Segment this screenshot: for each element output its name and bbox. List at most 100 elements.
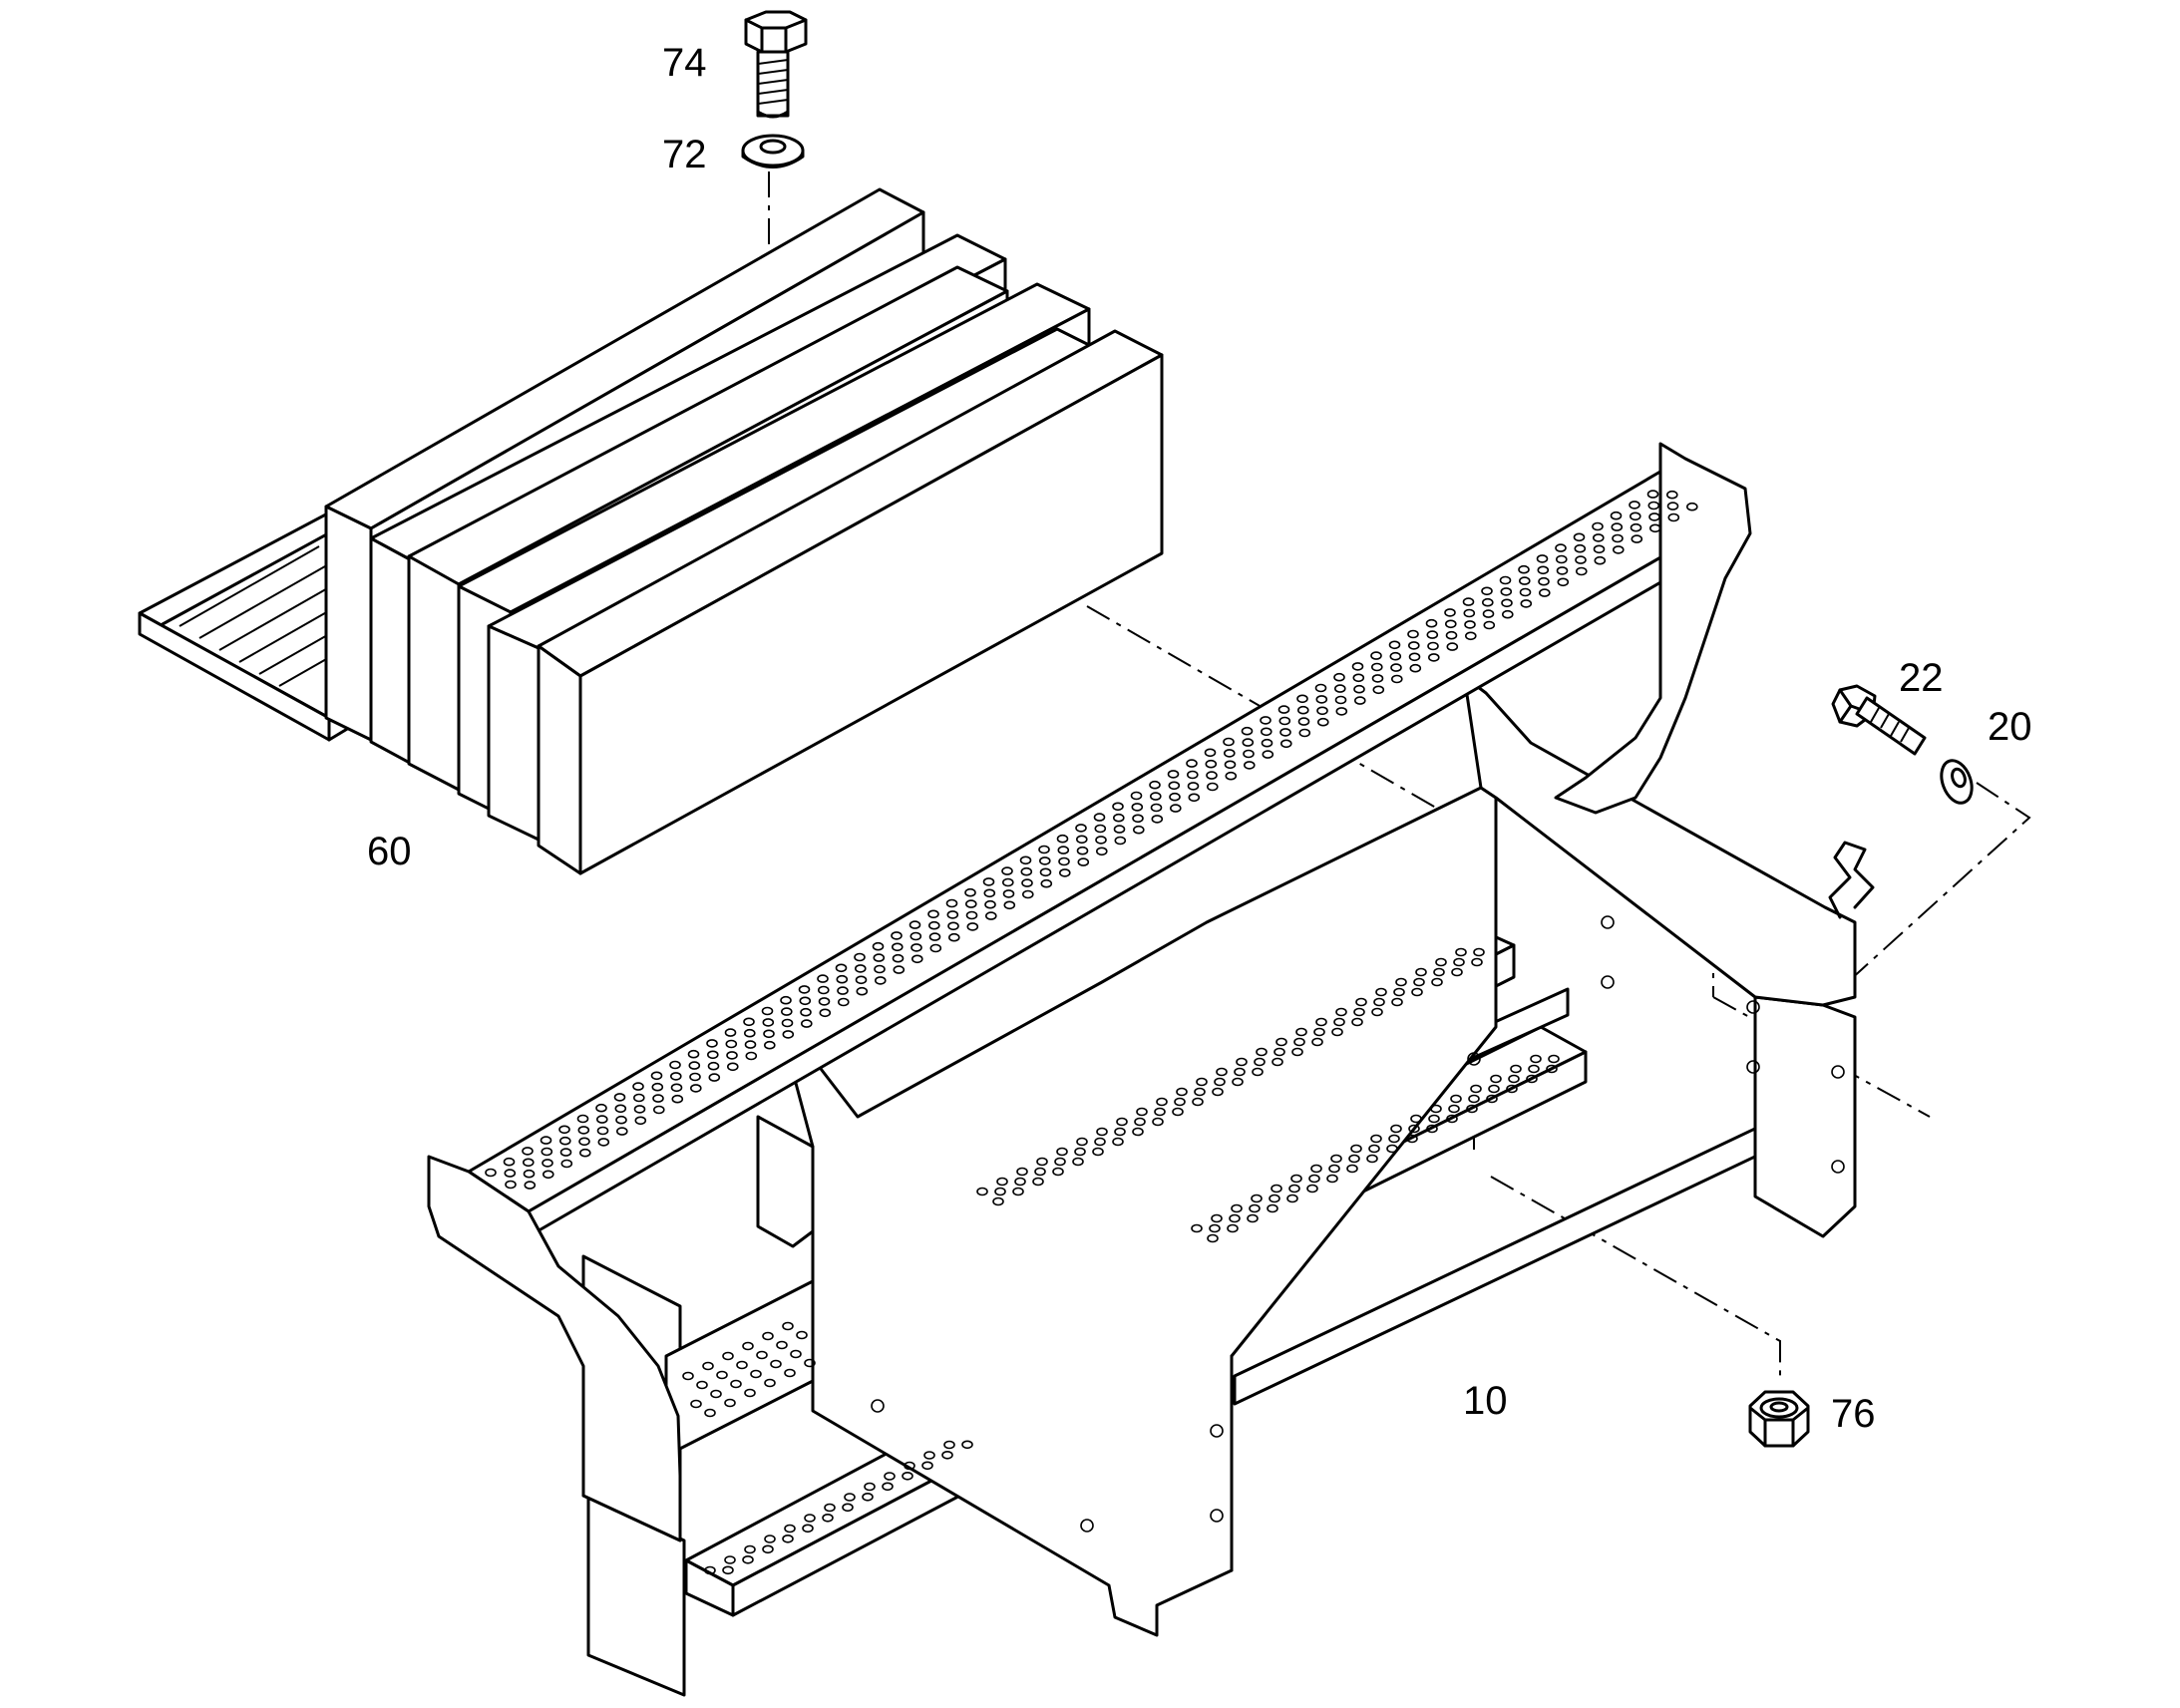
- perforation-hole: [961, 1440, 973, 1450]
- callout-72: 72: [662, 133, 707, 176]
- perforation-hole: [744, 1388, 756, 1398]
- perforation-hole: [1610, 511, 1623, 520]
- perforation-hole: [854, 952, 866, 962]
- perforation-hole: [1224, 760, 1237, 770]
- perforation-hole: [874, 976, 887, 985]
- perforation-hole: [1271, 1184, 1282, 1194]
- perforation-hole: [1407, 629, 1419, 639]
- perforation-hole: [540, 1136, 552, 1145]
- perforation-hole: [1426, 1124, 1438, 1134]
- perforation-hole: [782, 1535, 794, 1543]
- perforation-hole: [1333, 672, 1345, 682]
- perforation-hole: [1518, 564, 1530, 574]
- perforation-hole: [724, 1028, 737, 1037]
- perforation-hole: [542, 1159, 553, 1168]
- perforation-hole: [784, 1368, 796, 1378]
- perforation-hole: [1306, 1184, 1318, 1194]
- perforation-hole: [764, 1535, 776, 1543]
- perforation-hole: [1546, 1064, 1558, 1074]
- perforation-hole: [782, 1321, 794, 1331]
- perforation-hole: [996, 1177, 1008, 1187]
- perforation-hole: [1232, 1077, 1244, 1087]
- perforation-hole: [1592, 521, 1604, 531]
- perforation-hole: [1328, 1164, 1340, 1174]
- perforation-hole: [690, 1399, 702, 1409]
- perforation-hole: [1113, 813, 1125, 823]
- perforation-hole: [1093, 813, 1106, 822]
- perforation-hole: [1574, 543, 1587, 553]
- perforation-hole: [704, 1565, 716, 1575]
- perforation-hole: [687, 1049, 700, 1059]
- perforation-hole: [613, 1093, 626, 1102]
- perforation-hole: [652, 1094, 664, 1103]
- perforation-hole: [724, 1555, 736, 1564]
- perforation-hole: [1468, 1094, 1480, 1104]
- perforation-hole: [1149, 780, 1161, 790]
- perforation-hole: [1012, 1187, 1024, 1196]
- perforation-hole: [1630, 512, 1641, 521]
- perforation-hole: [855, 975, 868, 985]
- perforation-hole: [1666, 490, 1678, 500]
- perforation-hole: [1501, 598, 1513, 608]
- perforation-hole: [1021, 878, 1033, 887]
- perforation-hole: [1453, 957, 1465, 967]
- perforation-hole: [835, 963, 848, 973]
- perforation-hole: [1223, 737, 1235, 747]
- perforation-hole: [1112, 1137, 1124, 1147]
- perforation-hole: [1406, 1134, 1418, 1144]
- perforation-hole: [941, 1451, 953, 1460]
- perforation-hole: [1415, 967, 1427, 977]
- perforation-hole: [1473, 947, 1485, 957]
- perforation-hole: [1288, 1184, 1300, 1194]
- perforation-hole: [1001, 866, 1013, 875]
- perforation-hole: [1261, 727, 1272, 737]
- perforation-hole: [1488, 1084, 1500, 1094]
- perforation-hole: [1192, 1097, 1204, 1107]
- callout-10: 10: [1463, 1379, 1508, 1423]
- perforation-hole: [1016, 1167, 1028, 1177]
- perforation-hole: [1464, 620, 1476, 629]
- tread-perforations: [485, 490, 1698, 1575]
- perforation-hole: [799, 996, 812, 1006]
- perforation-hole: [1001, 877, 1014, 887]
- perforation-hole: [1388, 1134, 1400, 1144]
- perforation-hole: [946, 910, 959, 919]
- perforation-hole: [560, 1159, 573, 1169]
- perforation-hole: [669, 1060, 681, 1070]
- perforation-hole: [1273, 1047, 1285, 1057]
- perforation-hole: [1154, 1107, 1166, 1117]
- perforation-hole: [1371, 674, 1384, 683]
- perforation-hole: [1575, 555, 1587, 564]
- perforation-hole: [1034, 1167, 1046, 1177]
- perforation-hole: [558, 1136, 571, 1146]
- perforation-hole: [1075, 824, 1087, 833]
- perforation-hole: [1556, 554, 1568, 564]
- perforation-hole: [744, 1544, 756, 1554]
- perforation-hole: [1293, 1037, 1305, 1047]
- perforation-hole: [802, 1524, 814, 1534]
- perforation-hole: [1052, 1167, 1064, 1177]
- perforation-hole: [882, 1482, 894, 1492]
- perforation-hole: [1234, 1067, 1246, 1077]
- perforation-hole: [1353, 1007, 1365, 1017]
- perforation-hole: [522, 1147, 534, 1156]
- perforation-hole: [1295, 1027, 1307, 1037]
- perforation-hole: [706, 1039, 718, 1048]
- perforation-hole: [1256, 1047, 1268, 1057]
- perforation-hole: [1136, 1107, 1148, 1117]
- perforation-hole: [1483, 620, 1496, 630]
- perforation-hole: [1092, 1147, 1104, 1157]
- perforation-hole: [595, 1103, 607, 1113]
- perforation-hole: [596, 1126, 609, 1136]
- perforation-hole: [1130, 791, 1143, 801]
- perforation-hole: [1556, 566, 1569, 575]
- perforation-hole: [1351, 1017, 1363, 1027]
- perforation-hole: [1032, 1177, 1044, 1187]
- perforation-hole: [790, 1349, 802, 1359]
- perforation-hole: [1231, 1203, 1243, 1213]
- perforation-hole: [1355, 997, 1367, 1007]
- perforation-hole: [1413, 977, 1425, 987]
- perforation-hole: [1444, 608, 1456, 617]
- perforation-hole: [856, 986, 869, 996]
- perforation-hole: [682, 1371, 694, 1381]
